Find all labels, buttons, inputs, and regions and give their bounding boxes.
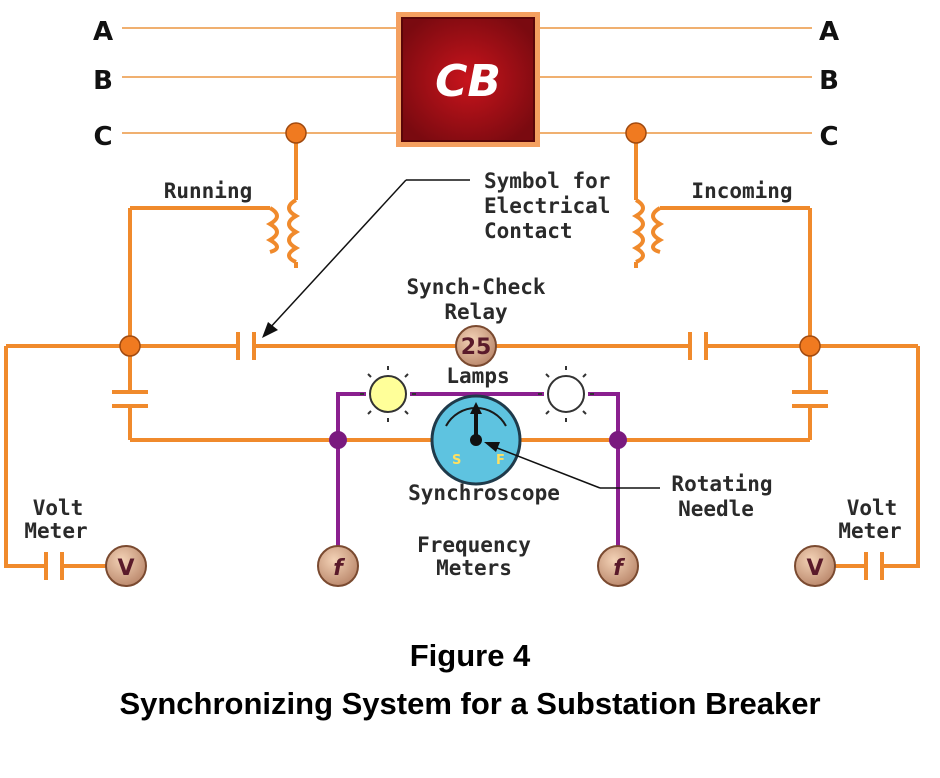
voltmeter-left-symbol: V [117,556,134,581]
contact-pointer-arrow [262,179,470,338]
junction-c-right [625,122,647,144]
phase-bus-lines [122,27,812,134]
frequency-meter-left-symbol: f [333,556,345,581]
contact-left-vertical [112,390,148,408]
volt-meter-left-label-line-2: Meter [24,519,87,543]
synch-check-relay-badge: 25 [455,325,497,367]
frequency-meters-label-line-1: Frequency [417,533,531,557]
contact-right-vertical [792,390,828,408]
frequency-meter-right-icon: f [597,545,639,587]
rotating-needle-label-line-2: Needle [678,497,754,521]
junction-right-main [799,335,821,357]
frequency-meter-right-symbol: f [613,556,625,581]
circuit-breaker: CB [396,12,540,147]
contact-label-line-3: Contact [484,219,573,243]
phase-label-right-a: A [819,17,839,47]
left-potential-transformer [265,198,301,264]
junction-left-main [119,335,141,357]
phase-label-left-b: B [93,66,113,96]
figure-number: Figure 4 [410,638,531,673]
purple-wiring [336,392,620,548]
junction-purple-left [329,431,347,449]
lamp-left-icon [360,366,416,422]
synchroscope-dial: S F [430,394,522,486]
phase-label-left-c: C [93,122,112,152]
volt-meter-left-label-line-1: Volt [33,496,84,520]
contact-right [688,332,708,360]
breaker-label: CB [435,56,501,107]
phase-label-left-a: A [93,17,113,47]
synch-check-label-line-1: Synch-Check [406,275,545,299]
incoming-label: Incoming [691,179,792,203]
needle-pointer-arrow [484,442,660,489]
voltmeter-left-icon: V [105,545,147,587]
phase-label-right-b: B [819,66,839,96]
frequency-meter-left-icon: f [317,545,359,587]
junction-c-left [285,122,307,144]
right-potential-transformer [631,198,665,264]
synchroscope-label: Synchroscope [408,481,560,505]
junction-purple-right [609,431,627,449]
contact-volt-left [44,552,64,580]
contact-label-line-1: Symbol for [484,169,610,193]
voltmeter-right-symbol: V [806,556,823,581]
contact-label-line-2: Electrical [484,194,610,218]
synch-check-label-line-2: Relay [444,300,508,324]
lamp-right-icon [538,366,594,422]
synchroscope-fast-label: F [496,453,505,468]
figure-title: Synchronizing System for a Substation Br… [119,686,820,721]
relay-number: 25 [461,335,492,360]
phase-label-right-c: C [819,122,838,152]
synchroscope-slow-label: S [452,453,461,468]
running-label: Running [164,179,253,203]
voltmeter-right-icon: V [794,545,836,587]
contact-left [236,332,256,360]
rotating-needle-label-line-1: Rotating [671,472,772,496]
volt-meter-right-label-line-1: Volt [847,496,898,520]
contact-volt-right [864,552,884,580]
frequency-meters-label-line-2: Meters [436,556,512,580]
volt-meter-right-label-line-2: Meter [838,519,901,543]
lamps-label: Lamps [446,364,509,388]
